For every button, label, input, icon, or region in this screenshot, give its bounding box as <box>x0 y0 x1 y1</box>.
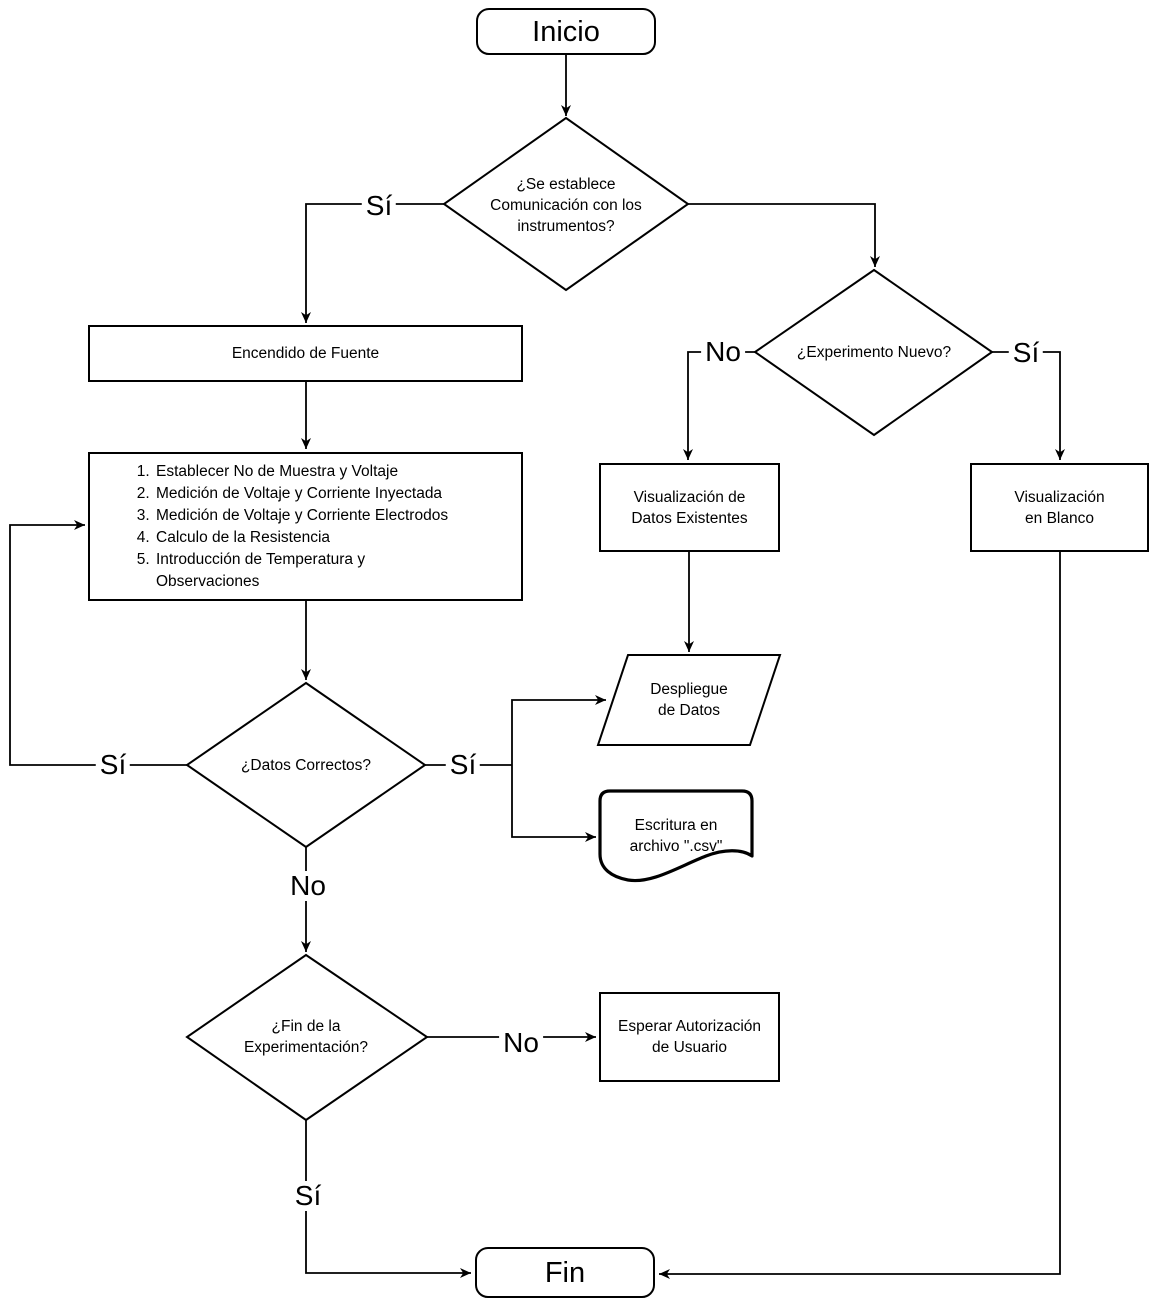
edge-label-si-fin: Sí <box>290 1181 326 1211</box>
process-step: Medición de Voltaje y Corriente Inyectad… <box>154 483 448 505</box>
decision-comunicacion-shape <box>442 116 690 292</box>
io-despliegue-shape <box>596 654 782 746</box>
process-visualizacion-datos: Visualización de Datos Existentes <box>599 463 780 552</box>
decision-fin-label: ¿Fin de la Experimentación? <box>243 1018 369 1056</box>
process-step: Establecer No de Muestra y Voltaje <box>154 461 448 483</box>
decision-datos-label: ¿Datos Correctos? <box>240 756 372 774</box>
edge-label-si-experimento: Sí <box>1008 338 1044 368</box>
io-despliegue-label: Despliegue de Datos <box>650 681 728 719</box>
process-step: Introducción de Temperatura y Observacio… <box>154 549 448 593</box>
document-escritura-shape <box>598 789 754 883</box>
edge-label-no-experimento: No <box>701 337 745 367</box>
edge-datos-si-to-escritura <box>511 765 596 842</box>
start-node: Inicio <box>476 8 656 55</box>
process-steps: Establecer No de Muestra y Voltaje Medic… <box>88 452 523 601</box>
process-esperar-autorizacion: Esperar Autorización de Usuario <box>599 992 780 1082</box>
edge-comunicacion-si-to-encendido <box>301 203 444 323</box>
process-step: Calculo de la Resistencia <box>154 527 448 549</box>
decision-experimento-shape <box>753 268 994 437</box>
edge-label-si-datos-loop: Sí <box>95 750 131 780</box>
process-steps-list: Establecer No de Muestra y Voltaje Medic… <box>90 461 456 593</box>
edge-comunicacion-to-experimento <box>688 203 880 267</box>
process-encendido: Encendido de Fuente <box>88 325 523 382</box>
edge-label-no-fin: No <box>499 1028 543 1058</box>
edge-visblanco-to-fin <box>659 552 1061 1279</box>
edge-label-no-datos: No <box>286 871 330 901</box>
edge-label-si-comunicacion: Sí <box>361 191 397 221</box>
edge-experimento-si-to-visblanco <box>992 351 1065 460</box>
decision-comunicacion-label: ¿Se establece Comunicación con los instr… <box>490 175 642 235</box>
document-escritura-label: Escritura en archivo ".csv" <box>629 817 723 855</box>
edge-datos-si-to-despliegue <box>511 695 606 765</box>
edge-label-si-datos-out: Sí <box>445 750 481 780</box>
edge-findecision-si-to-fin <box>305 1120 471 1278</box>
process-step: Medición de Voltaje y Corriente Electrod… <box>154 505 448 527</box>
process-visualizacion-blanco: Visualización en Blanco <box>970 463 1149 552</box>
end-node: Fin <box>475 1247 655 1298</box>
edge-experimento-no-to-visdatos <box>683 351 755 460</box>
decision-experimento-label: ¿Experimento Nuevo? <box>796 343 952 361</box>
